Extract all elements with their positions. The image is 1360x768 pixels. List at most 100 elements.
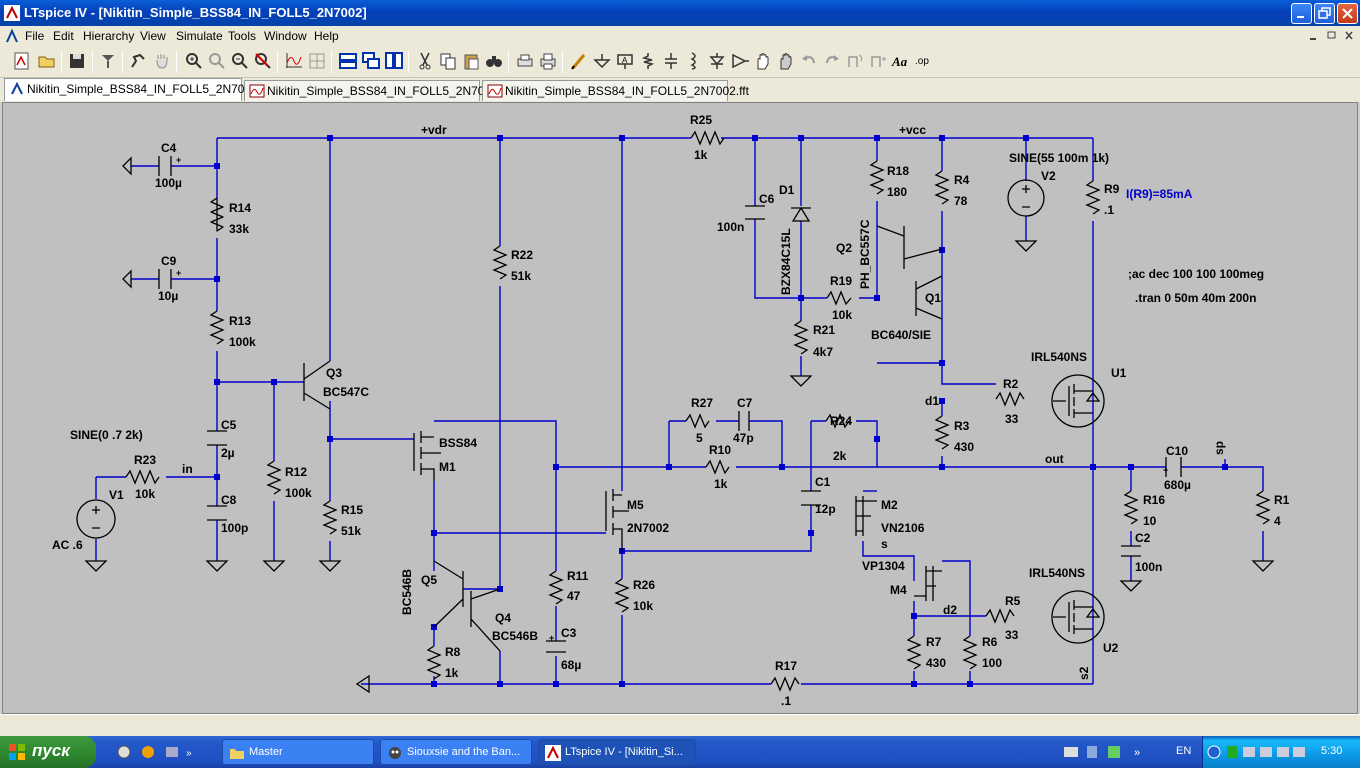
r15-ref: R15 — [341, 503, 363, 517]
ground-icon[interactable] — [592, 51, 612, 71]
probe-current-label: I(R9)=85mA — [1126, 187, 1193, 201]
print-icon[interactable] — [538, 51, 558, 71]
r13-symbol — [209, 310, 225, 345]
zoom-in-icon[interactable] — [184, 51, 204, 71]
draw-wire-icon[interactable] — [569, 51, 589, 71]
u1-value: IRL540NS — [1031, 350, 1087, 364]
zoom-fit-icon[interactable] — [253, 51, 273, 71]
autorange-icon[interactable] — [284, 51, 304, 71]
taskbar-item-master[interactable]: Master — [222, 739, 374, 765]
menu-hierarchy[interactable]: Hierarchy — [83, 29, 135, 43]
inductor-icon[interactable] — [684, 51, 704, 71]
close-button[interactable] — [1337, 3, 1358, 24]
undo-icon[interactable] — [799, 51, 819, 71]
r2-symbol — [995, 391, 1025, 407]
menu-tools[interactable]: Tools — [228, 29, 257, 43]
toolbar: A Aa .op — [0, 46, 1360, 78]
r27-value: 5 — [696, 431, 703, 445]
c2-ref: C2 — [1135, 531, 1151, 545]
start-button[interactable]: пуск — [0, 736, 96, 768]
ltspice-icon — [545, 745, 561, 761]
r13-ref: R13 — [229, 314, 251, 328]
r3-ref: R3 — [954, 419, 970, 433]
quick-launch[interactable]: » — [116, 744, 196, 760]
c7-ref: C7 — [737, 396, 753, 410]
run-icon[interactable] — [128, 51, 148, 71]
title-bar[interactable]: LTspice IV - [Nikitin_Simple_BSS84_IN_FO… — [0, 0, 1360, 26]
text-icon[interactable]: Aa — [891, 51, 911, 71]
svg-text:.op: .op — [915, 56, 929, 67]
components[interactable] — [76, 130, 1275, 694]
r16-value: 10 — [1143, 514, 1157, 528]
language-indicator[interactable]: EN — [1176, 745, 1192, 757]
schematic-drawing[interactable]: +vdr +vcc out in sp d1 d2 s s2 C4 100µ C… — [3, 103, 1357, 713]
r25-symbol — [690, 130, 725, 146]
r5-ref: R5 — [1005, 594, 1021, 608]
cascade-icon[interactable] — [361, 51, 381, 71]
drag-icon[interactable] — [776, 51, 796, 71]
c10-symbol — [1165, 457, 1182, 477]
toolbar-icons[interactable]: » — [1062, 744, 1147, 760]
r12-ref: R12 — [285, 465, 307, 479]
print-setup-icon[interactable] — [515, 51, 535, 71]
redo-icon[interactable] — [822, 51, 842, 71]
copy-icon[interactable] — [438, 51, 458, 71]
grid-icon[interactable] — [307, 51, 327, 71]
spice-directive-icon[interactable]: .op — [914, 51, 934, 71]
control-panel-icon[interactable] — [98, 51, 118, 71]
tile-horizontal-icon[interactable] — [338, 51, 358, 71]
taskbar-item-ltspice[interactable]: LTspice IV - [Nikitin_Si... — [538, 739, 696, 765]
find-icon[interactable] — [484, 51, 504, 71]
cut-icon[interactable] — [415, 51, 435, 71]
tab-schematic[interactable]: Nikitin_Simple_BSS84_IN_FOLL5_2N7002 — [4, 78, 258, 101]
r24-symbol — [825, 413, 850, 429]
r1-symbol — [1255, 490, 1271, 525]
tab-fft[interactable]: Nikitin_Simple_BSS84_IN_FOLL5_2N7002.fft — [482, 80, 749, 101]
m5-ref: M5 — [627, 498, 644, 512]
ltspice-menu-icon[interactable] — [4, 28, 20, 44]
tile-vertical-icon[interactable] — [384, 51, 404, 71]
menu-edit[interactable]: Edit — [53, 29, 74, 43]
mdi-controls[interactable] — [1307, 30, 1357, 42]
ltspice-app-icon — [4, 5, 20, 21]
resistor-icon[interactable] — [638, 51, 658, 71]
new-schematic-icon[interactable] — [12, 51, 32, 71]
m4-value: VP1304 — [862, 559, 905, 573]
minimize-button[interactable] — [1291, 3, 1312, 24]
move-icon[interactable] — [753, 51, 773, 71]
menu-file[interactable]: File — [25, 29, 45, 43]
m4-symbol — [914, 566, 942, 601]
diode-icon[interactable] — [707, 51, 727, 71]
menu-bar: File Edit Hierarchy View Simulate Tools … — [0, 26, 1360, 46]
r2-value: 33 — [1005, 412, 1019, 426]
q2-value: PH_BC557C — [858, 219, 872, 289]
tray-icons[interactable] — [1207, 744, 1307, 760]
label-net-icon[interactable]: A — [615, 51, 635, 71]
q2-symbol — [876, 225, 943, 269]
c9-ground — [122, 269, 132, 289]
net-label-vcc: +vcc — [899, 123, 926, 137]
rotate-icon[interactable] — [845, 51, 865, 71]
tab-waveform[interactable]: Nikitin_Simple_BSS84_IN_FOLL5_2N7002 — [244, 80, 498, 101]
halt-icon[interactable] — [152, 51, 172, 71]
wires[interactable] — [95, 137, 1264, 685]
component-icon[interactable] — [730, 51, 750, 71]
taskbar-item-media[interactable]: Siouxsie and the Ban... — [380, 739, 532, 765]
restore-button[interactable] — [1314, 3, 1335, 24]
paste-icon[interactable] — [461, 51, 481, 71]
save-icon[interactable] — [67, 51, 87, 71]
r6-symbol — [962, 635, 978, 670]
pan-icon[interactable] — [207, 51, 227, 71]
menu-view[interactable]: View — [140, 29, 166, 43]
q1-value: BC640/SIE — [871, 328, 931, 342]
menu-window[interactable]: Window — [264, 29, 307, 43]
open-icon[interactable] — [37, 51, 57, 71]
mirror-icon[interactable] — [868, 51, 888, 71]
menu-simulate[interactable]: Simulate — [176, 29, 223, 43]
capacitor-icon[interactable] — [661, 51, 681, 71]
menu-help[interactable]: Help — [314, 29, 339, 43]
windows-logo-icon — [9, 744, 25, 760]
zoom-out-icon[interactable] — [230, 51, 250, 71]
schematic-canvas[interactable]: +vdr +vcc out in sp d1 d2 s s2 C4 100µ C… — [2, 102, 1358, 714]
r4-value: 78 — [954, 194, 968, 208]
